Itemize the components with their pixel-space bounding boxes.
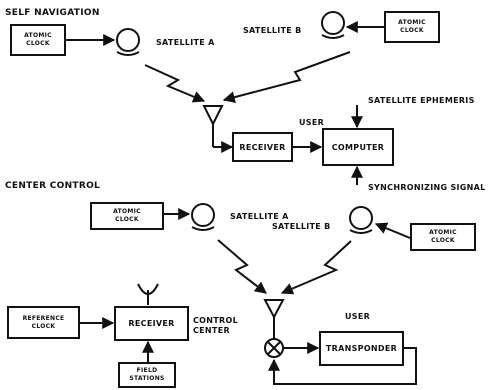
control-center-label: CONTROL CENTER (193, 316, 238, 335)
receiver-label-self: RECEIVER (239, 142, 286, 152)
receiver-label-center: RECEIVER (128, 319, 175, 328)
signal-a-to-user (144, 64, 206, 103)
atomic-clock-a-box: ATOMIC CLOCK (10, 24, 66, 56)
signal-b-to-user (222, 51, 351, 104)
user-label-center: USER (345, 312, 371, 321)
user-antenna-self (202, 105, 224, 127)
cc-atomic-clock-a-label: ATOMIC CLOCK (113, 208, 141, 223)
cc-satellite-b-symbol (349, 206, 373, 230)
transponder-label: TRANSPONDER (325, 344, 398, 353)
sync-label: SYNCHRONIZING SIGNAL (368, 183, 486, 192)
cc-atomic-clock-b-box: ATOMIC CLOCK (410, 223, 476, 251)
satellite-b-symbol (321, 11, 345, 35)
reference-clock-label: REFERENCE CLOCK (22, 314, 65, 330)
atomic-clock-b-label: ATOMIC CLOCK (398, 19, 426, 34)
reference-clock-box: REFERENCE CLOCK (7, 306, 80, 339)
satellite-a-label: SATELLITE A (156, 38, 215, 47)
cc-satellite-b-label: SATELLITE B (272, 222, 331, 231)
cc-signal-b (280, 240, 352, 295)
cc-atomic-clock-b-label: ATOMIC CLOCK (429, 229, 457, 244)
cc-satellite-a-symbol (191, 203, 215, 227)
atomic-clock-b-box: ATOMIC CLOCK (384, 11, 440, 43)
receiver-box-center: RECEIVER (114, 306, 189, 341)
satellite-a-dish (116, 51, 140, 56)
receiver-box-self: RECEIVER (232, 132, 293, 162)
satellite-b-label: SATELLITE B (243, 26, 302, 35)
transponder-box: TRANSPONDER (319, 331, 404, 366)
atomic-clock-a-label: ATOMIC CLOCK (24, 32, 52, 47)
feedback-loop (268, 347, 417, 385)
field-stations-label: FIELD STATIONS (129, 367, 165, 382)
ephemeris-label: SATELLITE EPHEMERIS (368, 96, 475, 105)
cc-atomic-clock-a-box: ATOMIC CLOCK (90, 202, 164, 230)
user-label-self: USER (299, 118, 325, 127)
cc-satellite-a-label: SATELLITE A (230, 212, 289, 221)
computer-box: COMPUTER (322, 128, 394, 166)
satellite-a-symbol (116, 28, 140, 52)
user-antenna-center (263, 299, 285, 320)
computer-label: COMPUTER (331, 142, 385, 152)
self-navigation-heading: SELF NAVIGATION (5, 8, 100, 18)
cc-signal-a (217, 239, 267, 294)
satellite-b-dish (321, 34, 345, 39)
field-stations-box: FIELD STATIONS (118, 362, 176, 388)
control-center-antenna (137, 283, 159, 295)
center-control-heading: CENTER CONTROL (5, 181, 101, 191)
